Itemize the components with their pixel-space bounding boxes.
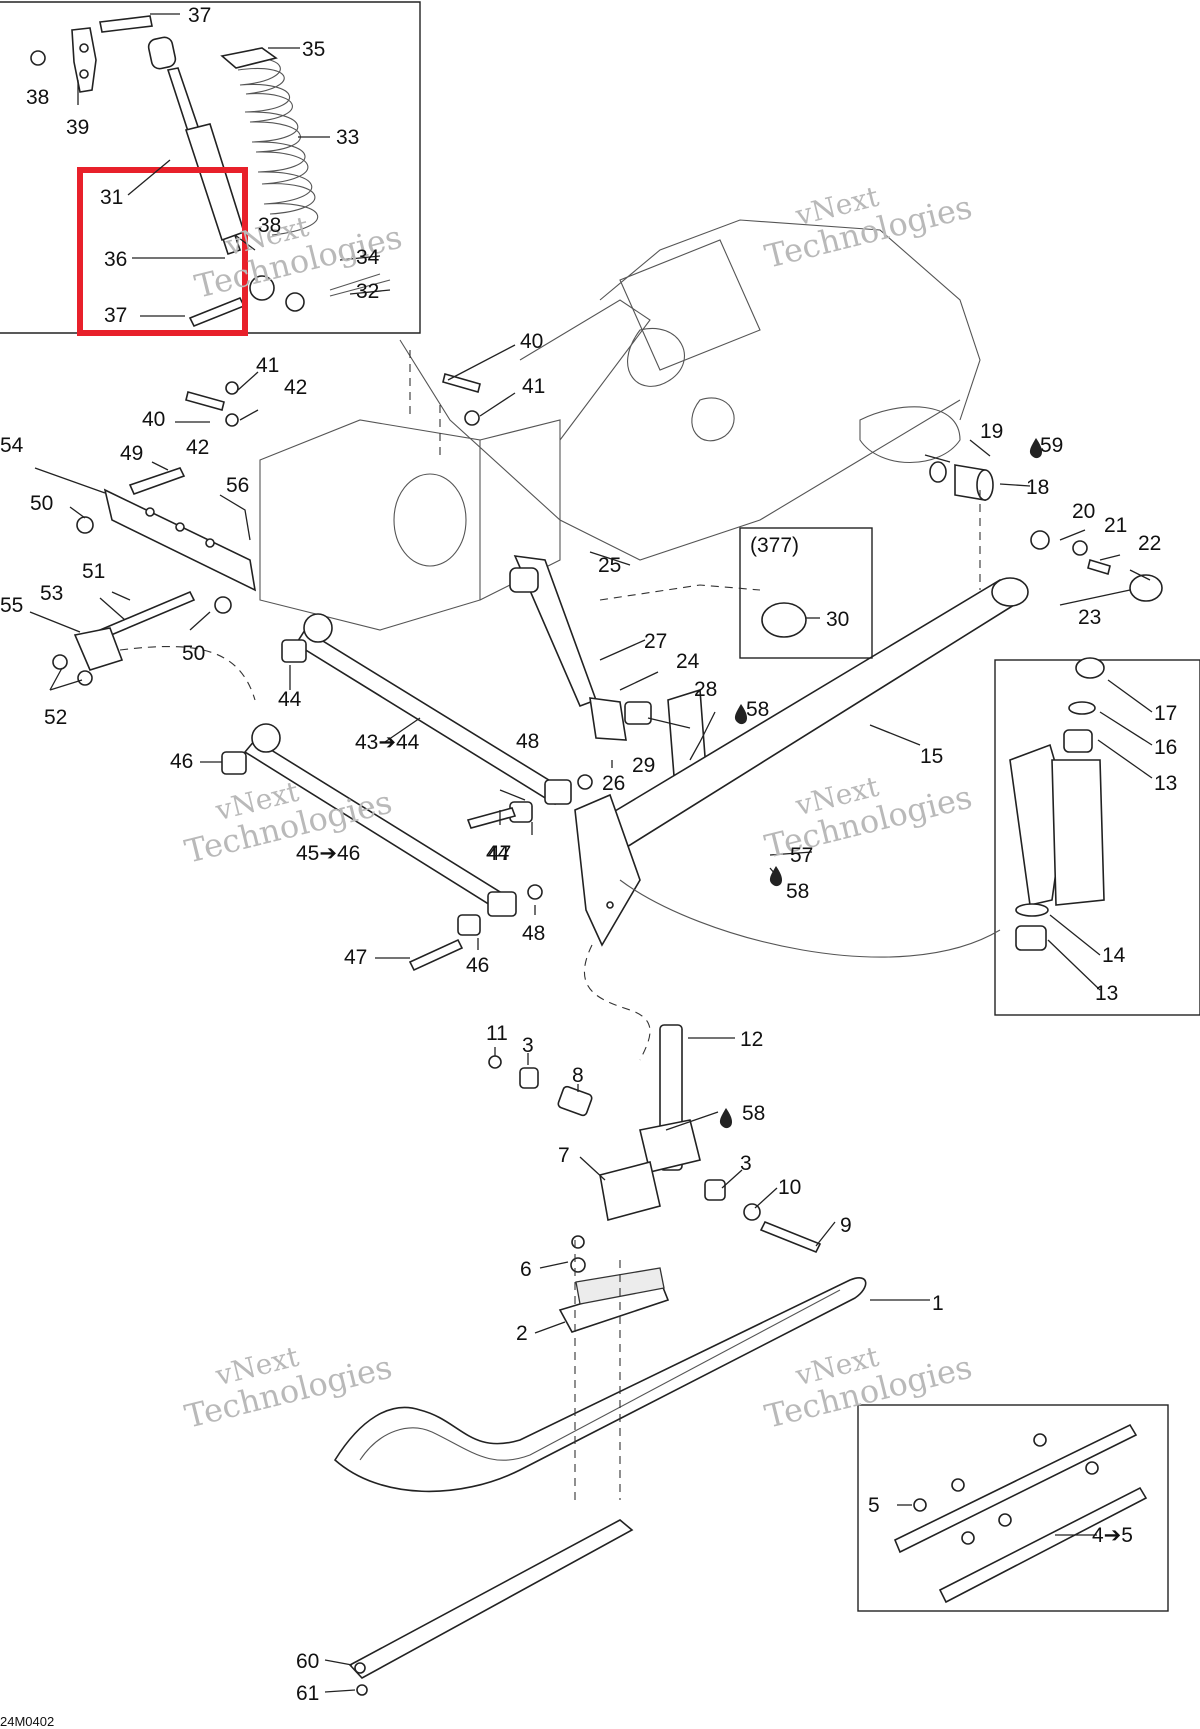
callout: 41 bbox=[256, 354, 279, 377]
callout: 16 bbox=[1154, 736, 1177, 759]
callout-labels: 1 2 3 3 4➔5 5 6 7 8 9 10 11 12 13 13 14 … bbox=[0, 4, 1177, 1729]
callout: 38 bbox=[26, 86, 49, 109]
callout: 50 bbox=[30, 492, 53, 515]
callout: 9 bbox=[840, 1214, 852, 1237]
callout: 30 bbox=[826, 608, 849, 631]
callout: 58 bbox=[742, 1102, 765, 1125]
callout: 42 bbox=[186, 436, 209, 459]
spindle bbox=[488, 1024, 822, 1254]
callout: 48 bbox=[516, 730, 539, 753]
callout: 40 bbox=[142, 408, 165, 431]
callout: 38 bbox=[258, 214, 281, 237]
callout: 10 bbox=[778, 1176, 801, 1199]
callout: 4➔5 bbox=[1092, 1524, 1133, 1547]
callout: 47 bbox=[488, 842, 511, 865]
callout: 52 bbox=[44, 706, 67, 729]
callout: 61 bbox=[296, 1682, 319, 1705]
callout: 3 bbox=[740, 1152, 752, 1175]
callout: 18 bbox=[1026, 476, 1049, 499]
callout: 58 bbox=[746, 698, 769, 721]
callout: 17 bbox=[1154, 702, 1177, 725]
callout: 22 bbox=[1138, 532, 1161, 555]
callout: 27 bbox=[644, 630, 667, 653]
callout: 20 bbox=[1072, 500, 1095, 523]
callout: 43➔44 bbox=[355, 731, 420, 754]
callout: 47 bbox=[344, 946, 367, 969]
callout: 59 bbox=[1040, 434, 1063, 457]
note-box-label: (377) bbox=[750, 534, 799, 557]
callout: 33 bbox=[336, 126, 359, 149]
linkage bbox=[52, 373, 593, 972]
callout: 6 bbox=[520, 1258, 532, 1281]
note-box bbox=[739, 527, 873, 659]
callout: 35 bbox=[302, 38, 325, 61]
callout: 48 bbox=[522, 922, 545, 945]
callout: 24 bbox=[676, 650, 700, 673]
callout: 49 bbox=[120, 442, 143, 465]
callout: 34 bbox=[356, 246, 380, 269]
callout: 13 bbox=[1154, 772, 1177, 795]
callout: 56 bbox=[226, 474, 249, 497]
callout: 39 bbox=[66, 116, 89, 139]
callout: 23 bbox=[1078, 606, 1101, 629]
callout: 13 bbox=[1095, 982, 1118, 1005]
diagram-code: 24M0402 bbox=[0, 1714, 54, 1729]
callout: 55 bbox=[0, 594, 23, 617]
leader-lines bbox=[29, 13, 1153, 1693]
callout: 12 bbox=[740, 1028, 763, 1051]
callout: 40 bbox=[520, 330, 543, 353]
oil-drop-icon bbox=[719, 438, 1042, 1129]
callout: 53 bbox=[40, 582, 63, 605]
trailing-arm bbox=[574, 577, 1029, 1061]
callout: 8 bbox=[572, 1064, 584, 1087]
callout: 19 bbox=[980, 420, 1003, 443]
callout: 21 bbox=[1104, 514, 1127, 537]
callout: 5 bbox=[868, 1494, 880, 1517]
highlight-box bbox=[77, 167, 248, 336]
callout: 42 bbox=[284, 376, 307, 399]
callout: 7 bbox=[558, 1144, 570, 1167]
callout: 46 bbox=[170, 750, 193, 773]
carbide-inset bbox=[857, 1404, 1169, 1612]
callout: 14 bbox=[1102, 944, 1126, 967]
callout: 51 bbox=[82, 560, 105, 583]
assembly-lines bbox=[119, 350, 981, 1500]
callout: 15 bbox=[920, 745, 943, 768]
callout: 31 bbox=[100, 186, 123, 209]
callout: 45➔46 bbox=[296, 842, 360, 865]
callout: 46 bbox=[466, 954, 489, 977]
ski bbox=[333, 1235, 867, 1696]
callout: 37 bbox=[188, 4, 211, 27]
pivot-parts bbox=[929, 461, 1163, 602]
callout: 50 bbox=[182, 642, 205, 665]
callout: 11 bbox=[486, 1022, 508, 1045]
callout: 60 bbox=[296, 1650, 319, 1673]
callout: 3 bbox=[522, 1034, 534, 1057]
spindle-inset bbox=[994, 657, 1200, 1016]
callout: 57 bbox=[790, 844, 813, 867]
callout: 54 bbox=[0, 434, 24, 457]
callout: 26 bbox=[602, 772, 625, 795]
callout: 28 bbox=[694, 678, 717, 701]
callout: 29 bbox=[632, 754, 655, 777]
callout: 32 bbox=[356, 280, 379, 303]
chassis-frame bbox=[259, 219, 981, 631]
callout: 41 bbox=[522, 375, 545, 398]
shock-inset bbox=[0, 1, 421, 334]
callout: 37 bbox=[104, 304, 127, 327]
callout: 36 bbox=[104, 248, 127, 271]
callout: 44 bbox=[278, 688, 302, 711]
callout: 1 bbox=[932, 1292, 944, 1315]
callout: 2 bbox=[516, 1322, 528, 1345]
callout: 44 bbox=[486, 842, 510, 865]
callout: 25 bbox=[598, 554, 621, 577]
callout: 58 bbox=[786, 880, 809, 903]
